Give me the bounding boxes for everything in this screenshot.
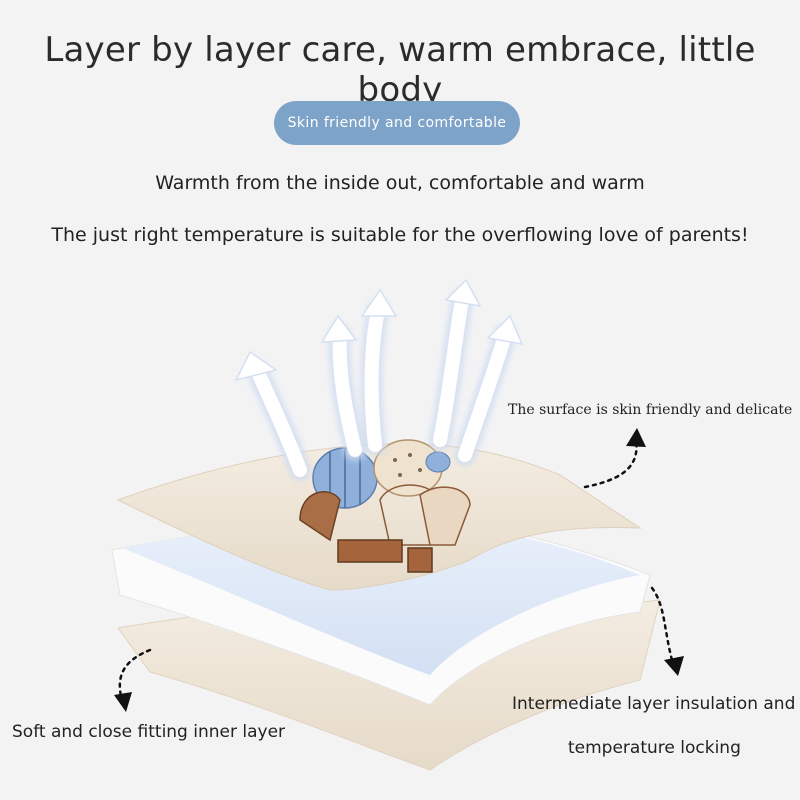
- warmth-arrows: [234, 278, 524, 481]
- leader-lines: [118, 438, 674, 702]
- surface-layer: [116, 439, 642, 591]
- intro-line-2: The just right temperature is suitable f…: [51, 224, 749, 246]
- leader-arrowheads: [114, 428, 684, 712]
- page-title: Layer by layer care, warm embrace, littl…: [44, 30, 756, 110]
- inner-layer-label: Soft and close fitting inner layer: [12, 722, 286, 742]
- middle-layer-label-line-2: temperature locking: [568, 738, 741, 758]
- balloon-pattern: [299, 439, 471, 573]
- middle-layer-label-line-1: Intermediate layer insulation and: [512, 694, 796, 714]
- surface-label: The surface is skin friendly and delicat…: [508, 402, 793, 418]
- intro-line-1: Warmth from the inside out, comfortable …: [155, 172, 645, 194]
- feature-pill: Skin friendly and comfortable: [274, 101, 520, 145]
